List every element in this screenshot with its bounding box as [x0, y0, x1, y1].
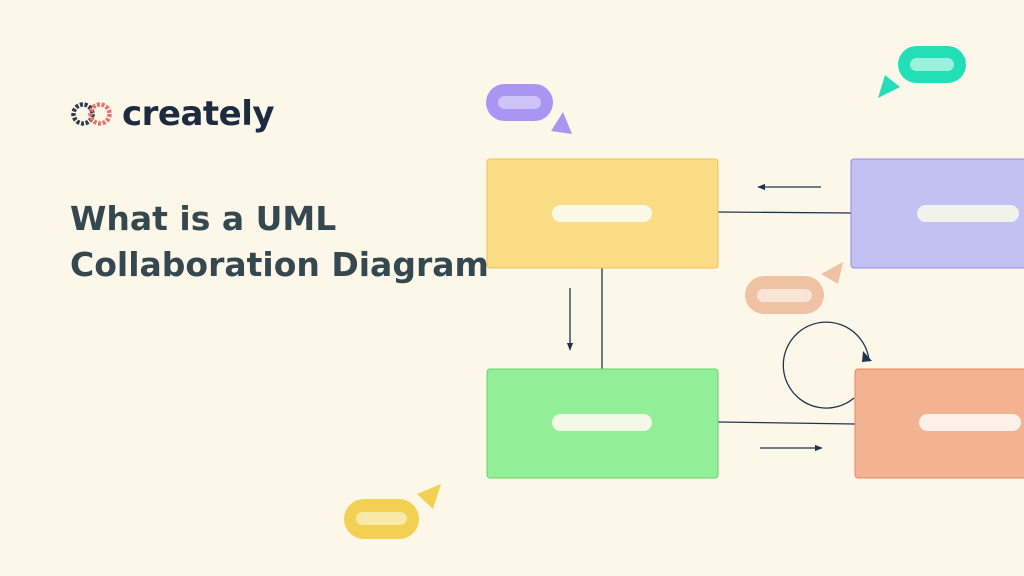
message-arrows [566, 183, 872, 452]
gold-message-bubble [344, 484, 441, 539]
link-green-orange [717, 421, 856, 425]
peach-pointer-icon [821, 262, 843, 284]
purple-message-bubble [486, 84, 572, 134]
title-line-2: Collaboration Diagram [70, 245, 489, 284]
teal-pointer-icon [878, 75, 900, 98]
purple-object[interactable] [850, 158, 1024, 269]
yellow-object[interactable] [486, 158, 719, 269]
brand-name: creately [122, 94, 275, 134]
title-line-1: What is a UML [70, 199, 337, 238]
object-label-placeholder [919, 414, 1021, 431]
object-label-placeholder [917, 205, 1019, 222]
self-message-arrowhead [862, 351, 872, 362]
purple-pointer-icon [551, 112, 572, 134]
orange-object[interactable] [854, 368, 1024, 479]
creately-logo-icon [71, 102, 112, 126]
peach-message-bubble [745, 262, 843, 314]
object-label-placeholder [552, 205, 652, 222]
gold-pointer-icon [417, 484, 441, 509]
green-object[interactable] [486, 368, 719, 479]
creately-logo[interactable]: creately [70, 94, 275, 134]
page-title: What is a UML Collaboration Diagram [70, 196, 489, 288]
object-label-placeholder [552, 414, 652, 431]
teal-message-bubble [878, 46, 966, 98]
self-message-loop [782, 321, 870, 409]
link-yellow-purple [717, 211, 852, 214]
object-links [601, 211, 856, 425]
